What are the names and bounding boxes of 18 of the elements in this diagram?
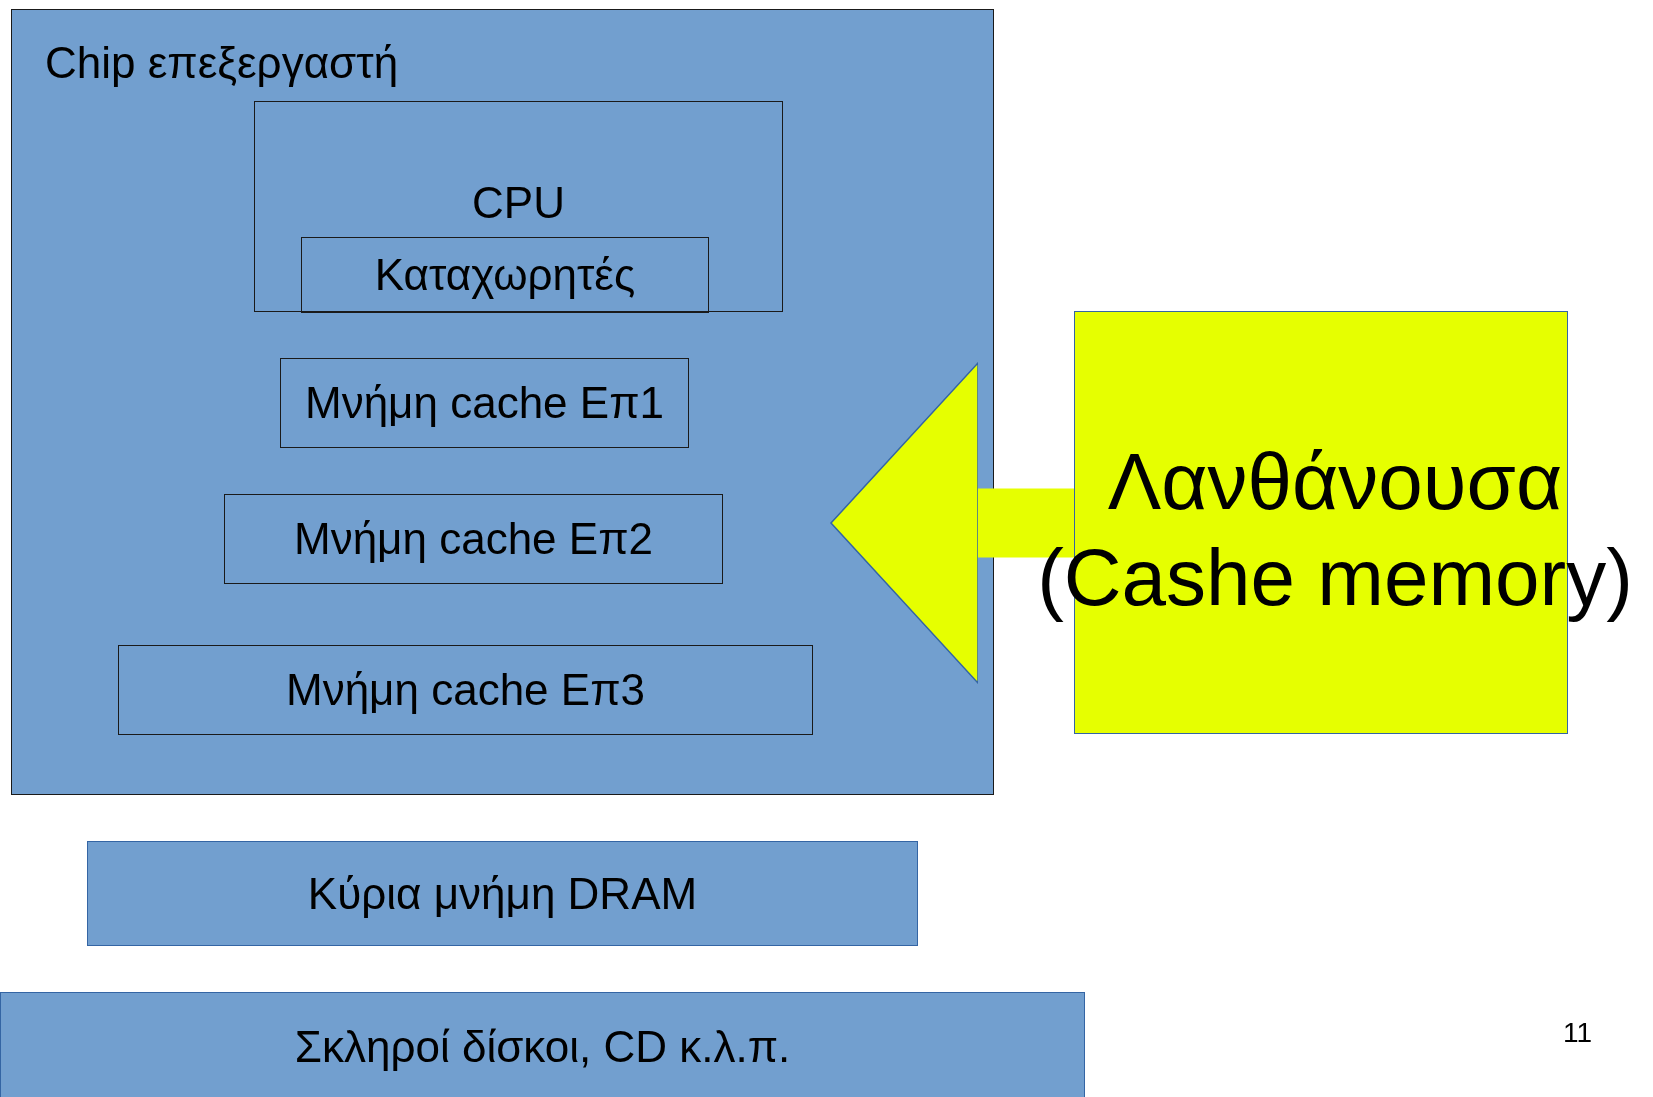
node-label: Κύρια μνήμη DRAM [306, 868, 699, 919]
cpu-box [254, 101, 783, 312]
cache-box [280, 358, 689, 448]
page-number: 11 [1563, 1017, 1593, 1049]
node-label: Μνήμη cache Επ3 [285, 665, 646, 715]
register-box [301, 237, 709, 313]
cache-box [224, 494, 723, 584]
storage-box [0, 992, 1085, 1097]
node-label: Μνήμη cache Επ2 [293, 514, 654, 564]
memory-box [87, 841, 918, 946]
node-label: Σκληροί δίσκοι, CD κ.λ.π. [293, 1022, 792, 1072]
node-label: Chip επεξεργαστή [45, 38, 399, 88]
node-label: CPU [471, 178, 566, 228]
chip-panel [11, 9, 994, 795]
block-arrow [830, 362, 1074, 684]
node-label: Μνήμη cache Επ1 [304, 378, 665, 428]
cache-box [118, 645, 813, 735]
node-label: Καταχωρητές [373, 250, 637, 300]
